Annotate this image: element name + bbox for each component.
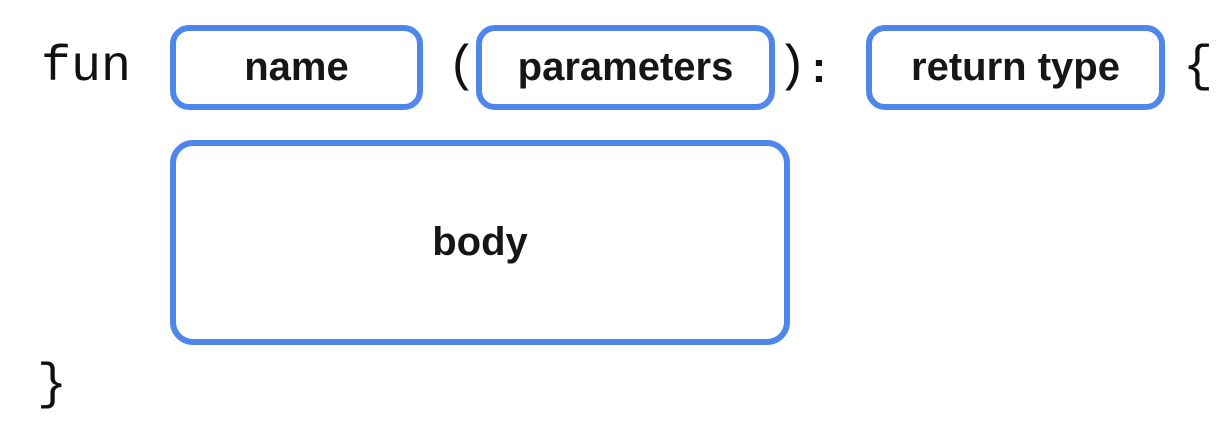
name-slot-label: name	[244, 45, 349, 89]
close-brace: }	[37, 356, 68, 414]
return-type-slot-label: return type	[911, 45, 1120, 89]
parameters-slot-box: parameters	[476, 25, 775, 110]
body-slot-label: body	[432, 220, 528, 264]
open-brace: {	[1183, 39, 1214, 96]
parameters-slot-label: parameters	[517, 45, 734, 89]
body-slot-box: body	[170, 140, 790, 345]
close-paren: )	[777, 39, 808, 96]
colon-separator: :	[811, 42, 827, 92]
name-slot-box: name	[170, 25, 423, 110]
open-paren: (	[447, 39, 478, 96]
return-type-slot-box: return type	[866, 25, 1165, 110]
fun-keyword: fun	[40, 39, 131, 96]
